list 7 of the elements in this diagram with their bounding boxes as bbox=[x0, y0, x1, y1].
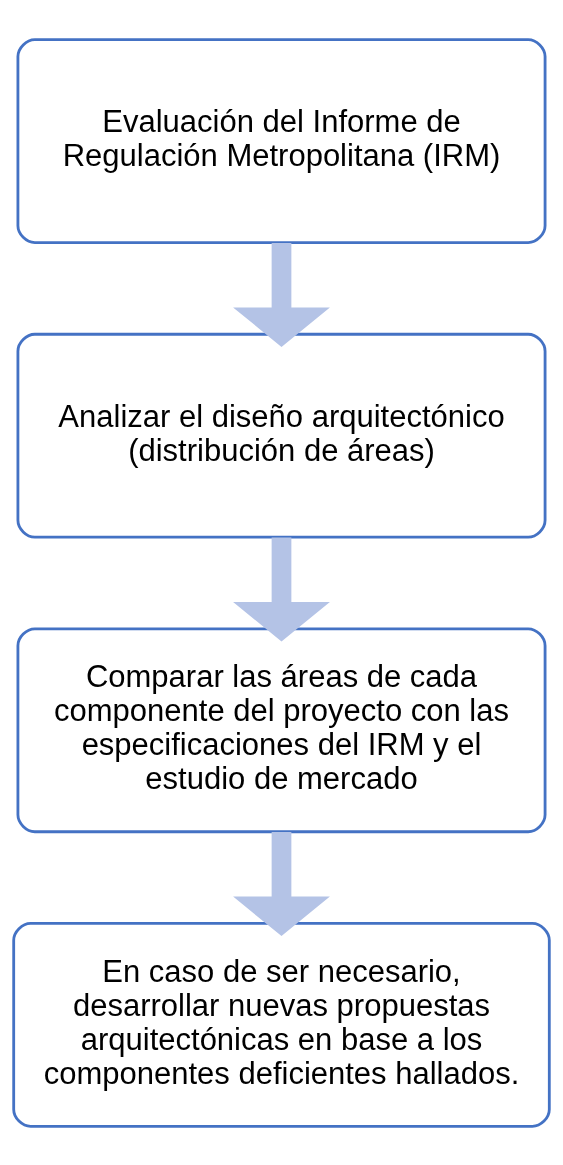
node-box: En caso de ser necesario, desarrollar nuevas propuestas arquitectónicas en base a los componentes deficientes hallados. bbox=[12, 921, 551, 1128]
arrow bbox=[233, 537, 330, 641]
node-box: Analizar el diseño arquitectónico (distribución de áreas) bbox=[16, 332, 547, 539]
arrow bbox=[233, 831, 330, 936]
arrow bbox=[233, 242, 330, 347]
node-box: Evaluación del Informe de Regulación Metropolitana (IRM) bbox=[16, 37, 547, 244]
node-box: Comparar las áreas de cada componente del proyecto con las especificaciones del IRM y el estudio de mercado bbox=[16, 626, 547, 833]
